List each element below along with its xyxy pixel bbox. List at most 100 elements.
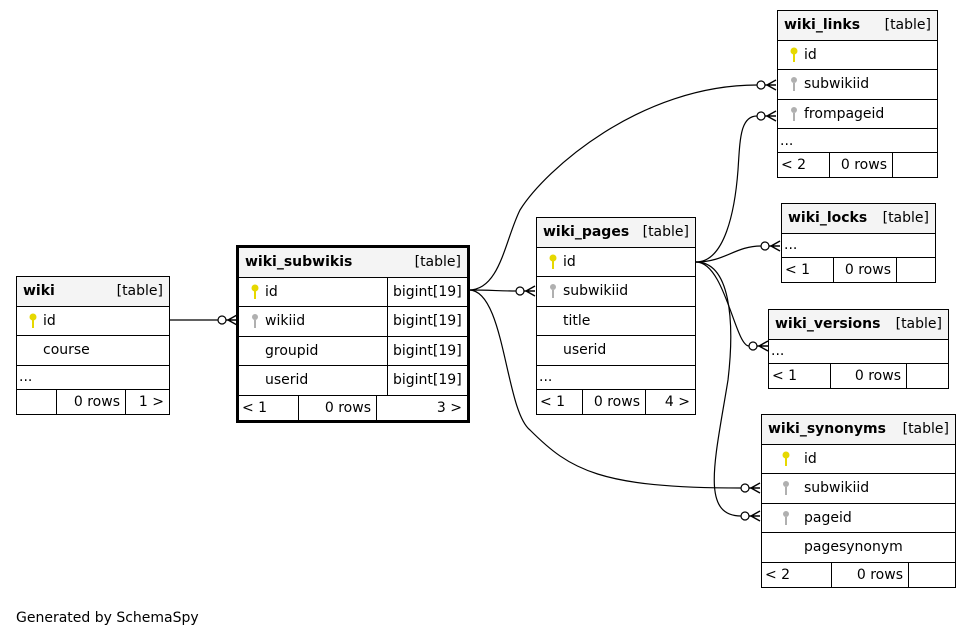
crow-foot-icon xyxy=(740,482,761,494)
foreign-key-icon xyxy=(768,510,804,526)
edge-pages-to-versions xyxy=(695,261,750,347)
column-row[interactable]: subwikiid xyxy=(537,277,695,307)
column-name: id xyxy=(804,450,817,467)
edge-subwikis-to-pages xyxy=(468,289,517,292)
column-name: pagesynonym xyxy=(804,539,903,556)
column-row[interactable]: userid xyxy=(537,336,695,366)
table-header: wiki_locks [table] xyxy=(782,204,935,234)
edge-pages-to-links xyxy=(695,115,758,263)
column-type: bigint[19] xyxy=(387,307,467,336)
primary-key-icon xyxy=(768,451,804,467)
table-header: wiki_links [table] xyxy=(778,11,937,41)
edge-subwikis-to-synonyms xyxy=(468,289,742,489)
table-wiki-subwikis[interactable]: wiki_subwikis [table] id bigint[19] wikiid… xyxy=(236,245,470,423)
column-name: id xyxy=(563,253,576,270)
column-name: id xyxy=(43,312,56,329)
column-name: title xyxy=(563,312,591,329)
column-row[interactable]: pagesynonym xyxy=(762,533,955,563)
column-name: pageid xyxy=(804,509,852,526)
edge-pages-to-synonyms xyxy=(695,261,742,517)
more-columns: ... xyxy=(782,234,935,258)
crow-foot-icon xyxy=(756,110,777,122)
column-row[interactable]: id xyxy=(537,248,695,277)
column-name: course xyxy=(43,342,90,359)
column-row[interactable]: wikiid bigint[19] xyxy=(239,307,467,337)
table-header: wiki_pages [table] xyxy=(537,218,695,248)
foreign-key-icon xyxy=(784,76,804,92)
table-kind: [table] xyxy=(895,316,942,333)
table-kind: [table] xyxy=(884,17,931,34)
foreign-key-icon xyxy=(784,106,804,122)
table-name: wiki_pages xyxy=(543,224,630,241)
column-row[interactable]: groupid bigint[19] xyxy=(239,336,467,366)
primary-key-icon xyxy=(784,47,804,63)
column-row[interactable]: id xyxy=(778,41,937,70)
column-row[interactable]: id xyxy=(17,307,169,336)
table-header: wiki [table] xyxy=(17,277,169,307)
table-header: wiki_versions [table] xyxy=(769,310,948,340)
foreign-key-icon xyxy=(768,480,804,496)
table-name: wiki_subwikis xyxy=(245,254,353,271)
column-name: frompageid xyxy=(804,105,885,122)
column-type: bigint[19] xyxy=(387,366,467,395)
edge-pages-to-locks xyxy=(695,245,762,263)
table-kind: [table] xyxy=(414,254,461,271)
table-header: wiki_subwikis [table] xyxy=(239,248,467,278)
crow-foot-icon xyxy=(756,79,777,91)
column-type: bigint[19] xyxy=(387,277,467,306)
table-kind: [table] xyxy=(902,421,949,438)
column-name: subwikiid xyxy=(563,283,629,300)
column-row[interactable]: id xyxy=(762,445,955,474)
column-name: id xyxy=(804,46,817,63)
primary-key-icon xyxy=(543,254,563,270)
column-name: wikiid xyxy=(265,313,306,330)
table-header: wiki_synonyms[table] xyxy=(762,415,955,445)
column-row[interactable]: subwikiid xyxy=(762,474,955,504)
column-row[interactable]: frompageid xyxy=(778,100,937,129)
column-row[interactable]: id bigint[19] xyxy=(239,277,467,307)
table-name: wiki xyxy=(23,283,55,300)
column-row[interactable]: pageid xyxy=(762,504,955,533)
edge-subwikis-to-links xyxy=(468,84,758,291)
footer-caption: Generated by SchemaSpy xyxy=(16,610,199,626)
table-kind: [table] xyxy=(642,224,689,241)
more-columns: ... xyxy=(778,129,937,153)
more-columns: ... xyxy=(17,366,169,390)
table-name: wiki_links xyxy=(784,17,861,34)
column-type: bigint[19] xyxy=(387,336,467,365)
column-name: subwikiid xyxy=(804,480,870,497)
table-name: wiki_locks xyxy=(788,210,868,227)
table-wiki-pages[interactable]: wiki_pages [table] id subwikiid title use… xyxy=(536,217,696,415)
table-wiki-synonyms[interactable]: wiki_synonyms[table] id subwikiid pageid… xyxy=(761,414,956,588)
more-columns: ... xyxy=(769,340,948,364)
column-name: userid xyxy=(265,372,309,389)
table-kind: [table] xyxy=(116,283,163,300)
crow-foot-icon xyxy=(740,510,761,522)
table-wiki-links[interactable]: wiki_links [table] id subwikiid frompagei… xyxy=(777,10,938,178)
primary-key-icon xyxy=(245,284,265,300)
crow-foot-icon xyxy=(760,240,781,252)
column-row[interactable]: userid bigint[19] xyxy=(239,366,467,396)
crow-foot-icon xyxy=(217,314,238,326)
table-name: wiki_versions xyxy=(775,316,881,333)
table-kind: [table] xyxy=(882,210,929,227)
column-name: id xyxy=(265,283,278,300)
column-row[interactable]: subwikiid xyxy=(778,70,937,100)
column-name: subwikiid xyxy=(804,76,870,93)
column-name: groupid xyxy=(265,342,319,359)
column-row[interactable]: course xyxy=(17,336,169,366)
column-row[interactable]: title xyxy=(537,307,695,336)
foreign-key-icon xyxy=(543,283,563,299)
foreign-key-icon xyxy=(245,313,265,329)
crow-foot-icon xyxy=(748,340,769,352)
